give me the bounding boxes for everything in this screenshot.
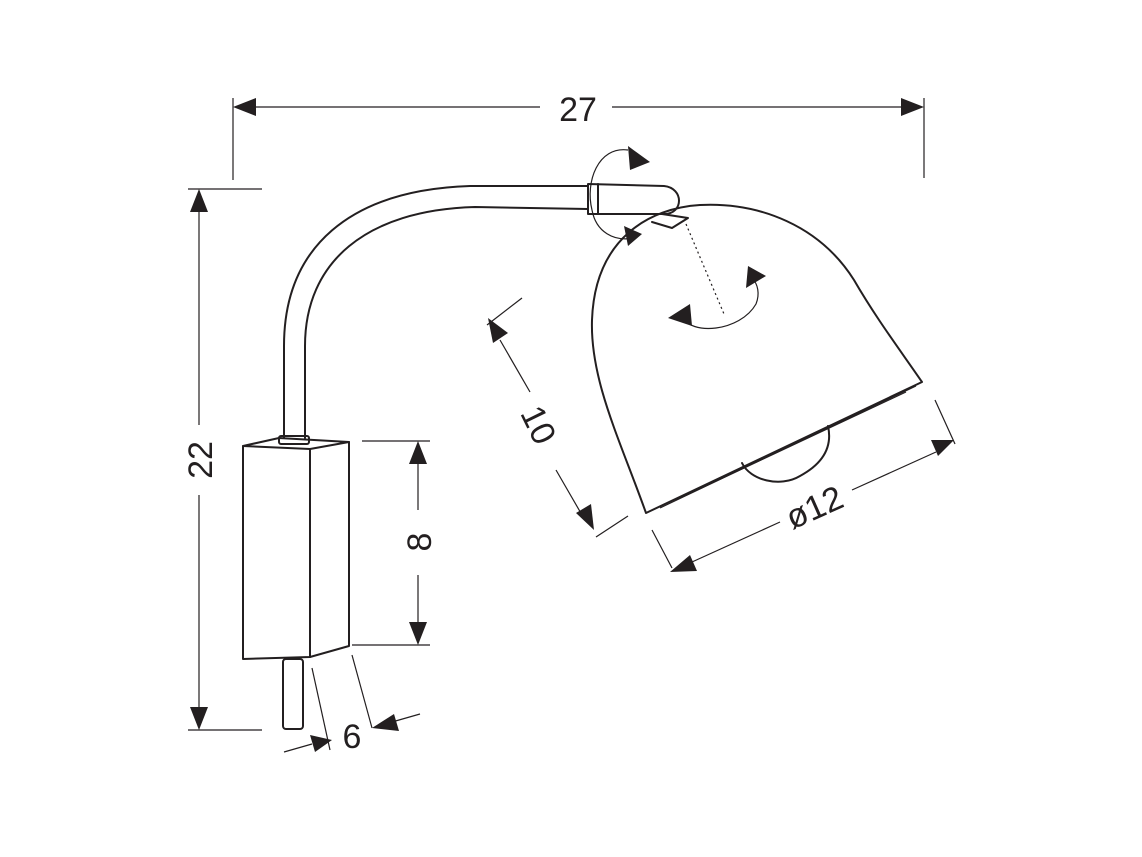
dimension-label-8: 8 [401,533,439,552]
swivel-joint [587,183,689,229]
lamp-shade [590,203,923,514]
dimension-base-height-8: 8 [352,440,439,646]
power-cable-stem [282,658,304,730]
dimension-shade-diameter-12: ø12 [651,399,956,572]
dimension-label-10: 10 [513,400,564,451]
dimension-label-22: 22 [182,441,220,479]
dimension-shade-height-10: 10 [486,297,629,538]
curved-arm [278,185,589,445]
dimension-label-diameter-12: ø12 [780,479,849,538]
dimension-height-22: 22 [182,188,262,731]
joint-rotation-arrow-icon [589,146,650,246]
dimension-base-depth-6: 6 [283,654,421,756]
dimension-width-27: 27 [232,91,925,180]
dimension-label-27: 27 [559,91,597,129]
shade-rotation-arrow-icon [668,266,766,329]
wall-base-box [242,437,350,660]
dimension-label-6: 6 [343,718,362,756]
